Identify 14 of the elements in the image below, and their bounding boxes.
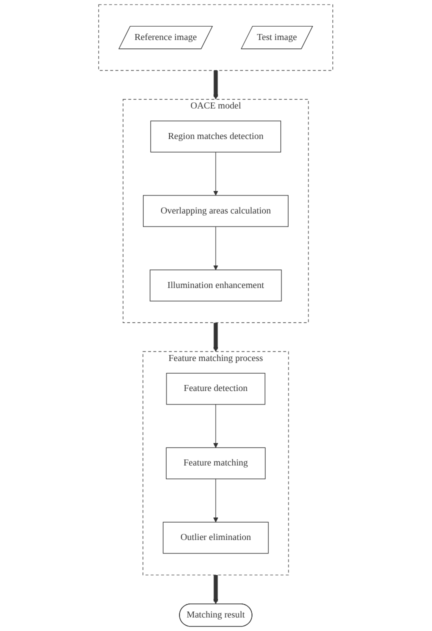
node-box: Feature detection [166, 372, 266, 405]
arrow [213, 322, 219, 352]
arrow [213, 152, 219, 196]
node-box: Overlapping areas calculation [143, 195, 289, 227]
arrow [213, 404, 219, 448]
node-box: Feature matching [166, 447, 266, 480]
cluster [98, 4, 334, 71]
arrow [213, 70, 219, 100]
arrow [213, 226, 219, 270]
node-box: Outlier elimination [163, 522, 269, 554]
node-box: Region matches detection [150, 120, 282, 152]
node-box: Illumination enhancement [150, 270, 282, 302]
arrow [213, 575, 219, 604]
arrow [213, 478, 219, 522]
